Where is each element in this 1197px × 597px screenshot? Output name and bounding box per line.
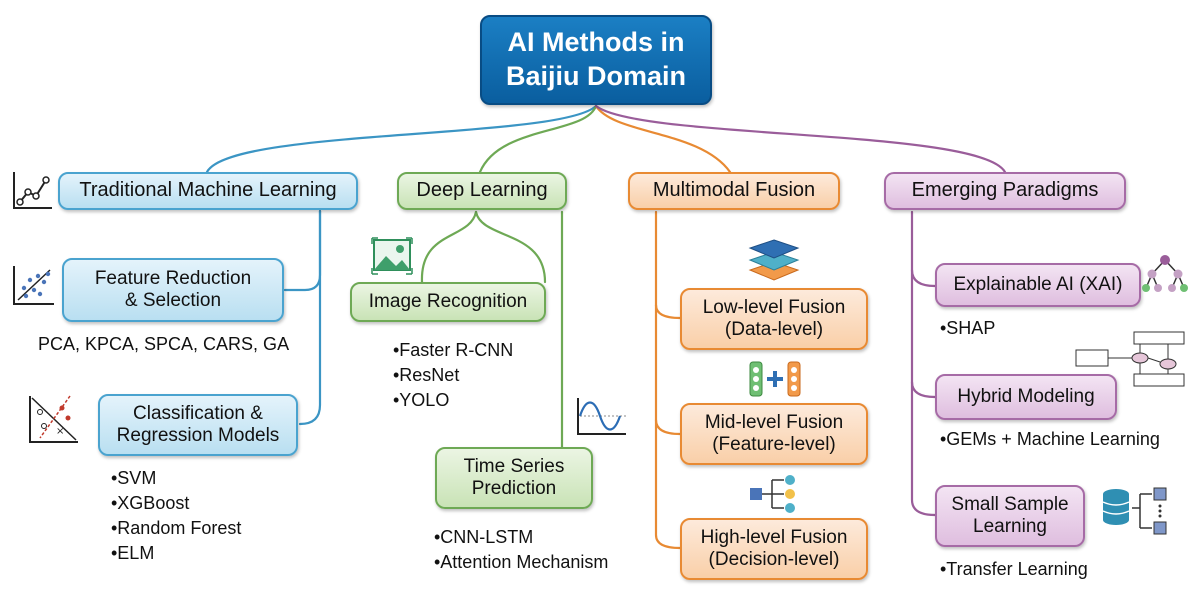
svg-text:×: × bbox=[56, 426, 64, 437]
list-item: •Faster R-CNN bbox=[393, 340, 514, 360]
list-item: •ResNet bbox=[393, 365, 460, 385]
time-series-methods-list: •CNN-LSTM •Attention Mechanism bbox=[434, 525, 608, 575]
time-series-box: Time Series Prediction bbox=[435, 447, 593, 509]
traditional-to-feature-line bbox=[283, 209, 322, 292]
root-to-multimodal-line bbox=[594, 104, 732, 174]
list-item: •Random Forest bbox=[111, 518, 242, 538]
small-sample-learning-box: Small Sample Learning bbox=[935, 485, 1085, 547]
mid-level-fusion-box: Mid-level Fusion (Feature-level) bbox=[680, 403, 868, 465]
low-level-fusion-box: Low-level Fusion (Data-level) bbox=[680, 288, 868, 350]
scatter-plot-icon bbox=[13, 266, 54, 305]
database-icon bbox=[1102, 487, 1167, 535]
category-multimodal-fusion: Multimodal Fusion bbox=[628, 172, 840, 210]
deep-to-image-line bbox=[420, 210, 478, 284]
hybrid-model-diagram-icon bbox=[1075, 331, 1185, 387]
emerging-trunk-line bbox=[910, 210, 937, 517]
feature-reduction-box: Feature Reduction & Selection bbox=[62, 258, 284, 322]
root-to-emerging-line bbox=[594, 104, 1007, 174]
classification-regression-box: Classification & Regression Models bbox=[98, 394, 298, 456]
hybrid-methods-text: •GEMs + Machine Learning bbox=[940, 429, 1160, 449]
layers-icon bbox=[748, 239, 800, 281]
xai-methods-text: •SHAP bbox=[940, 318, 996, 338]
multimodal-to-mid-line bbox=[654, 418, 682, 436]
deep-to-image-line-2 bbox=[474, 210, 547, 284]
classification-methods-list: •SVM •XGBoost •Random Forest •ELM bbox=[111, 466, 241, 566]
emerging-to-hybrid-line bbox=[910, 380, 937, 399]
category-deep-learning: Deep Learning bbox=[397, 172, 567, 210]
small-sample-methods-text: •Transfer Learning bbox=[940, 559, 1088, 579]
multimodal-trunk-line bbox=[654, 210, 682, 550]
image-recognition-box: Image Recognition bbox=[350, 282, 546, 322]
root-to-deep-line bbox=[478, 104, 598, 174]
explainable-ai-box: Explainable AI (XAI) bbox=[935, 263, 1141, 307]
decision-tree-icon bbox=[750, 475, 795, 513]
sine-wave-icon bbox=[577, 398, 626, 435]
feature-fusion-icon bbox=[749, 361, 801, 397]
image-icon bbox=[371, 237, 413, 275]
traditional-to-classification-line bbox=[298, 209, 322, 426]
root-to-traditional-line bbox=[205, 104, 598, 174]
line-chart-icon bbox=[13, 172, 52, 209]
multimodal-to-low-line bbox=[654, 303, 682, 320]
category-emerging-paradigms: Emerging Paradigms bbox=[884, 172, 1126, 210]
root-title: AI Methods in Baijiu Domain bbox=[480, 15, 712, 105]
category-traditional-ml: Traditional Machine Learning bbox=[58, 172, 358, 210]
list-item: •YOLO bbox=[393, 390, 450, 410]
emerging-to-xai-line bbox=[910, 268, 937, 288]
list-item: •XGBoost bbox=[111, 493, 190, 513]
hybrid-modeling-box: Hybrid Modeling bbox=[935, 374, 1117, 420]
image-methods-list: •Faster R-CNN •ResNet •YOLO bbox=[393, 338, 513, 413]
feature-methods-text: PCA, KPCA, SPCA, CARS, GA bbox=[38, 334, 290, 354]
tree-diagram-icon bbox=[1142, 255, 1188, 292]
list-item: •Attention Mechanism bbox=[434, 552, 609, 572]
classification-plot-icon: × bbox=[29, 395, 78, 443]
list-item: •ELM bbox=[111, 543, 155, 563]
high-level-fusion-box: High-level Fusion (Decision-level) bbox=[680, 518, 868, 580]
list-item: •CNN-LSTM bbox=[434, 527, 534, 547]
list-item: •SVM bbox=[111, 468, 157, 488]
